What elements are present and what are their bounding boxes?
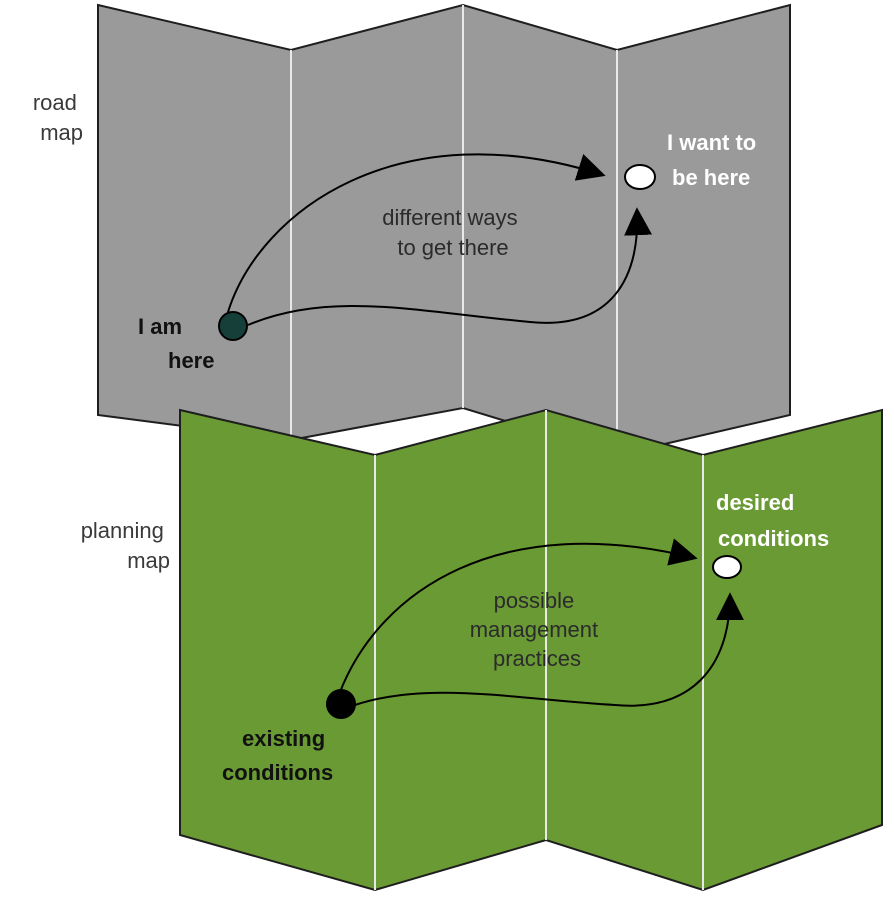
planning-map-goal-label-line1: desired [716,490,794,515]
road-map-label-line1: road [33,90,77,115]
planning-map-path-upper [339,538,698,693]
road-map-start-label-line1: I am [138,314,182,339]
planning-map-sheet [179,408,883,892]
road-map-start-label-line2: here [168,348,214,373]
road-map-start-marker [218,311,248,341]
planning-map-label-line1: planning [81,518,164,543]
road-map-path-upper [227,153,606,313]
road-map-goal-label-line2: be here [672,165,750,190]
svg-text:different ways to get th: different ways to get there [382,205,523,260]
planning-map-goal-marker [712,555,742,579]
road-map-paths-label-line2: to get there [397,235,508,260]
road-map-paths-label-line1: different ways [382,205,517,230]
svg-text:planning map: planning map [81,518,170,573]
road-map-sheet [97,3,791,457]
svg-text:I am here: I am here [138,314,214,373]
planning-map-start-marker [326,689,356,719]
planning-map-panel: planning map possible management practic… [81,408,883,892]
svg-text:desired conditions: desired conditions [716,490,829,551]
planning-map-label-line2: map [127,548,170,573]
svg-text:possible management: possible management practices [470,588,605,671]
planning-map-path-lower [354,592,744,707]
planning-map-paths-label-line3: practices [493,646,581,671]
svg-text:existing conditions: existing conditions [222,726,333,785]
road-map-panel: road map different ways to get there I a… [33,3,791,457]
road-map-goal-label-line1: I want to [667,130,756,155]
road-map-label-line2: map [40,120,83,145]
planning-map-goal-label-line2: conditions [718,526,829,551]
svg-text:road map: road map [33,90,83,145]
road-map-path-lower [247,207,653,326]
road-map-goal-marker [624,164,656,190]
planning-map-start-label-line1: existing [242,726,325,751]
svg-text:I want to be here: I want to be here [667,130,762,190]
planning-map-start-label-line2: conditions [222,760,333,785]
planning-map-paths-label-line1: possible [494,588,575,613]
planning-map-paths-label-line2: management [470,617,598,642]
